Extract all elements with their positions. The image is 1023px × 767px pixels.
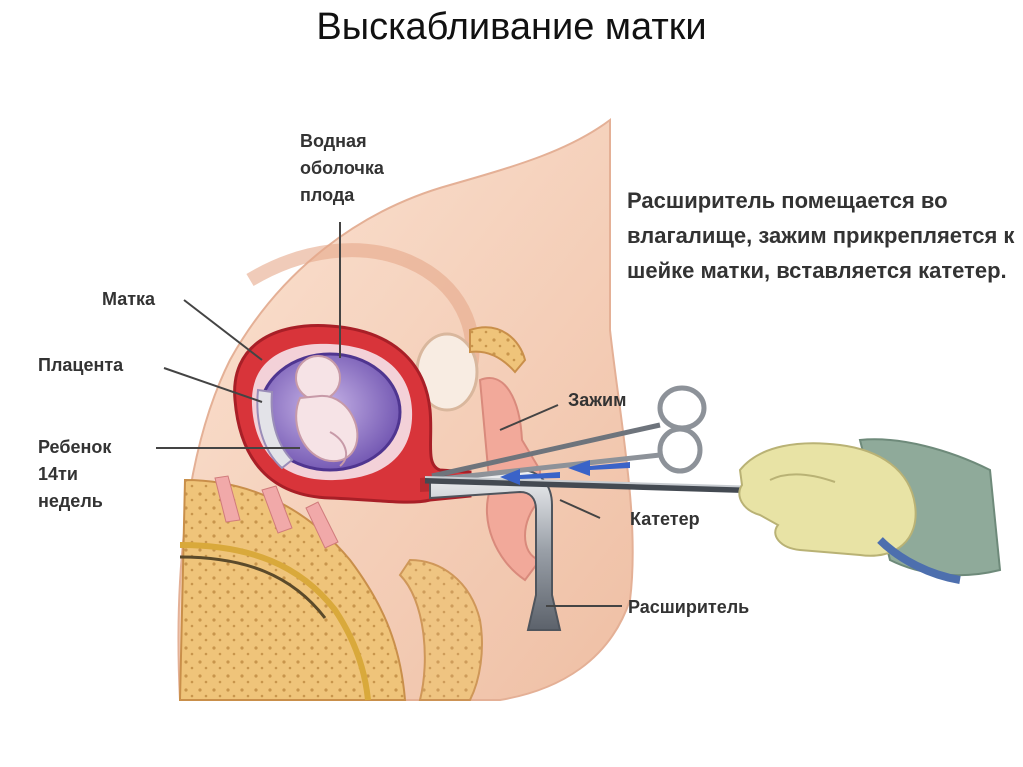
placenta <box>256 388 294 470</box>
page-title: Выскабливание матки <box>316 6 707 48</box>
procedure-description: Расширитель помещается во влагалище, заж… <box>627 188 1015 283</box>
spine-discs <box>214 475 339 549</box>
spine <box>178 478 407 701</box>
label-clamp: Зажим <box>568 390 627 410</box>
catheter-instrument <box>424 476 761 494</box>
label-uterus: Матка <box>102 289 156 309</box>
label-catheter: Катетер <box>630 509 700 529</box>
label-amniotic-membrane: Водная оболочка плода <box>300 131 384 205</box>
rectum <box>398 558 483 701</box>
pubic-bone <box>469 326 527 374</box>
label-fetus: Ребенок 14ти недель <box>38 437 112 511</box>
spinal-cord <box>179 542 371 701</box>
label-dilator: Расширитель <box>628 597 750 617</box>
label-placenta: Плацента <box>38 355 124 375</box>
fetus <box>295 355 359 467</box>
leader-lines <box>156 222 622 607</box>
catheter-highlight <box>424 476 761 488</box>
flow-arrows <box>500 460 630 485</box>
clamp-instrument <box>431 385 707 483</box>
spinal-cord-dark <box>179 555 327 619</box>
gloved-hand <box>738 438 1002 584</box>
